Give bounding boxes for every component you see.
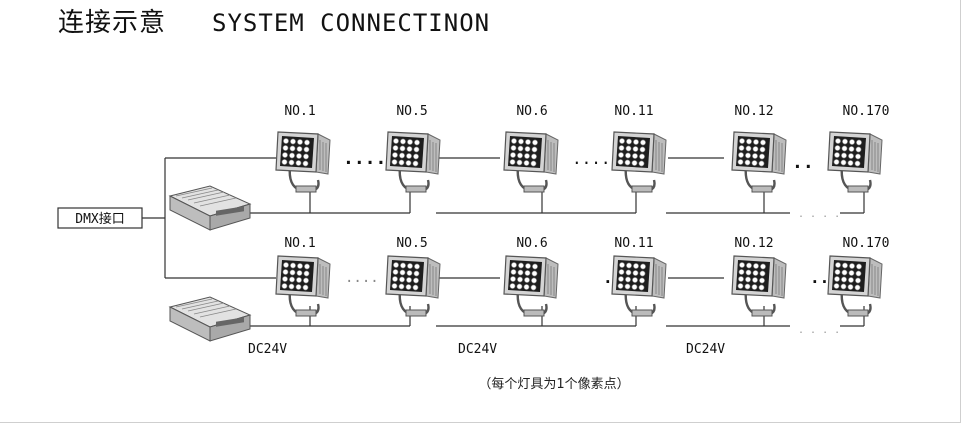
- ellipsis: ....: [343, 148, 386, 169]
- ellipsis: .: [603, 268, 613, 287]
- fixture-row2-no12: [730, 254, 788, 318]
- title-en: SYSTEM CONNECTINON: [212, 9, 491, 37]
- power-bus: [246, 190, 865, 327]
- power-label: DC24V: [458, 342, 497, 357]
- dmx-label: DMX接口: [75, 211, 124, 227]
- power-label: DC24V: [248, 342, 287, 357]
- fixture-row2-no170: [826, 254, 884, 318]
- fixture-row2-no6: [502, 254, 560, 318]
- ellipsis: ....: [345, 270, 379, 286]
- fixture-label: NO.5: [396, 104, 427, 119]
- fixture-row1-no170: [826, 130, 884, 194]
- fixture-label: NO.11: [614, 104, 653, 119]
- fixture-row1-no5: [384, 130, 442, 194]
- signal-lines: [142, 157, 724, 279]
- ellipsis: ..: [810, 268, 829, 287]
- fixture-label: NO.1: [284, 104, 315, 119]
- fixture-row1-no12: [730, 130, 788, 194]
- page-title: 连接示意 SYSTEM CONNECTINON: [58, 2, 490, 39]
- bus-gap-ellipsis: . . . .: [798, 209, 840, 220]
- fixture-row1-no6: [502, 130, 560, 194]
- fixture-label: NO.12: [734, 236, 773, 251]
- fixture-label: NO.170: [843, 236, 890, 251]
- ellipsis: ....: [572, 149, 611, 168]
- power-supply-1: [169, 185, 251, 231]
- ellipsis: ..: [792, 152, 814, 173]
- power-supply-2: [169, 296, 251, 342]
- fixture-row1-no11: [610, 130, 668, 194]
- bus-gap-ellipsis: . . . .: [798, 325, 840, 336]
- fixture-row2-no11: [610, 254, 668, 318]
- fixture-label: NO.11: [614, 236, 653, 251]
- fixture-label: NO.6: [516, 236, 547, 251]
- fixture-label: NO.1: [284, 236, 315, 251]
- title-zh: 连接示意: [58, 8, 167, 38]
- fixture-row1-no1: [274, 130, 332, 194]
- fixture-label: NO.6: [516, 104, 547, 119]
- fixture-row2-no5: [384, 254, 442, 318]
- fixture-label: NO.170: [843, 104, 890, 119]
- fixture-label: NO.12: [734, 104, 773, 119]
- fixture-label: NO.5: [396, 236, 427, 251]
- power-label: DC24V: [686, 342, 725, 357]
- pixel-note: （每个灯具为1个像素点）: [478, 376, 629, 392]
- fixture-row2-no1: [274, 254, 332, 318]
